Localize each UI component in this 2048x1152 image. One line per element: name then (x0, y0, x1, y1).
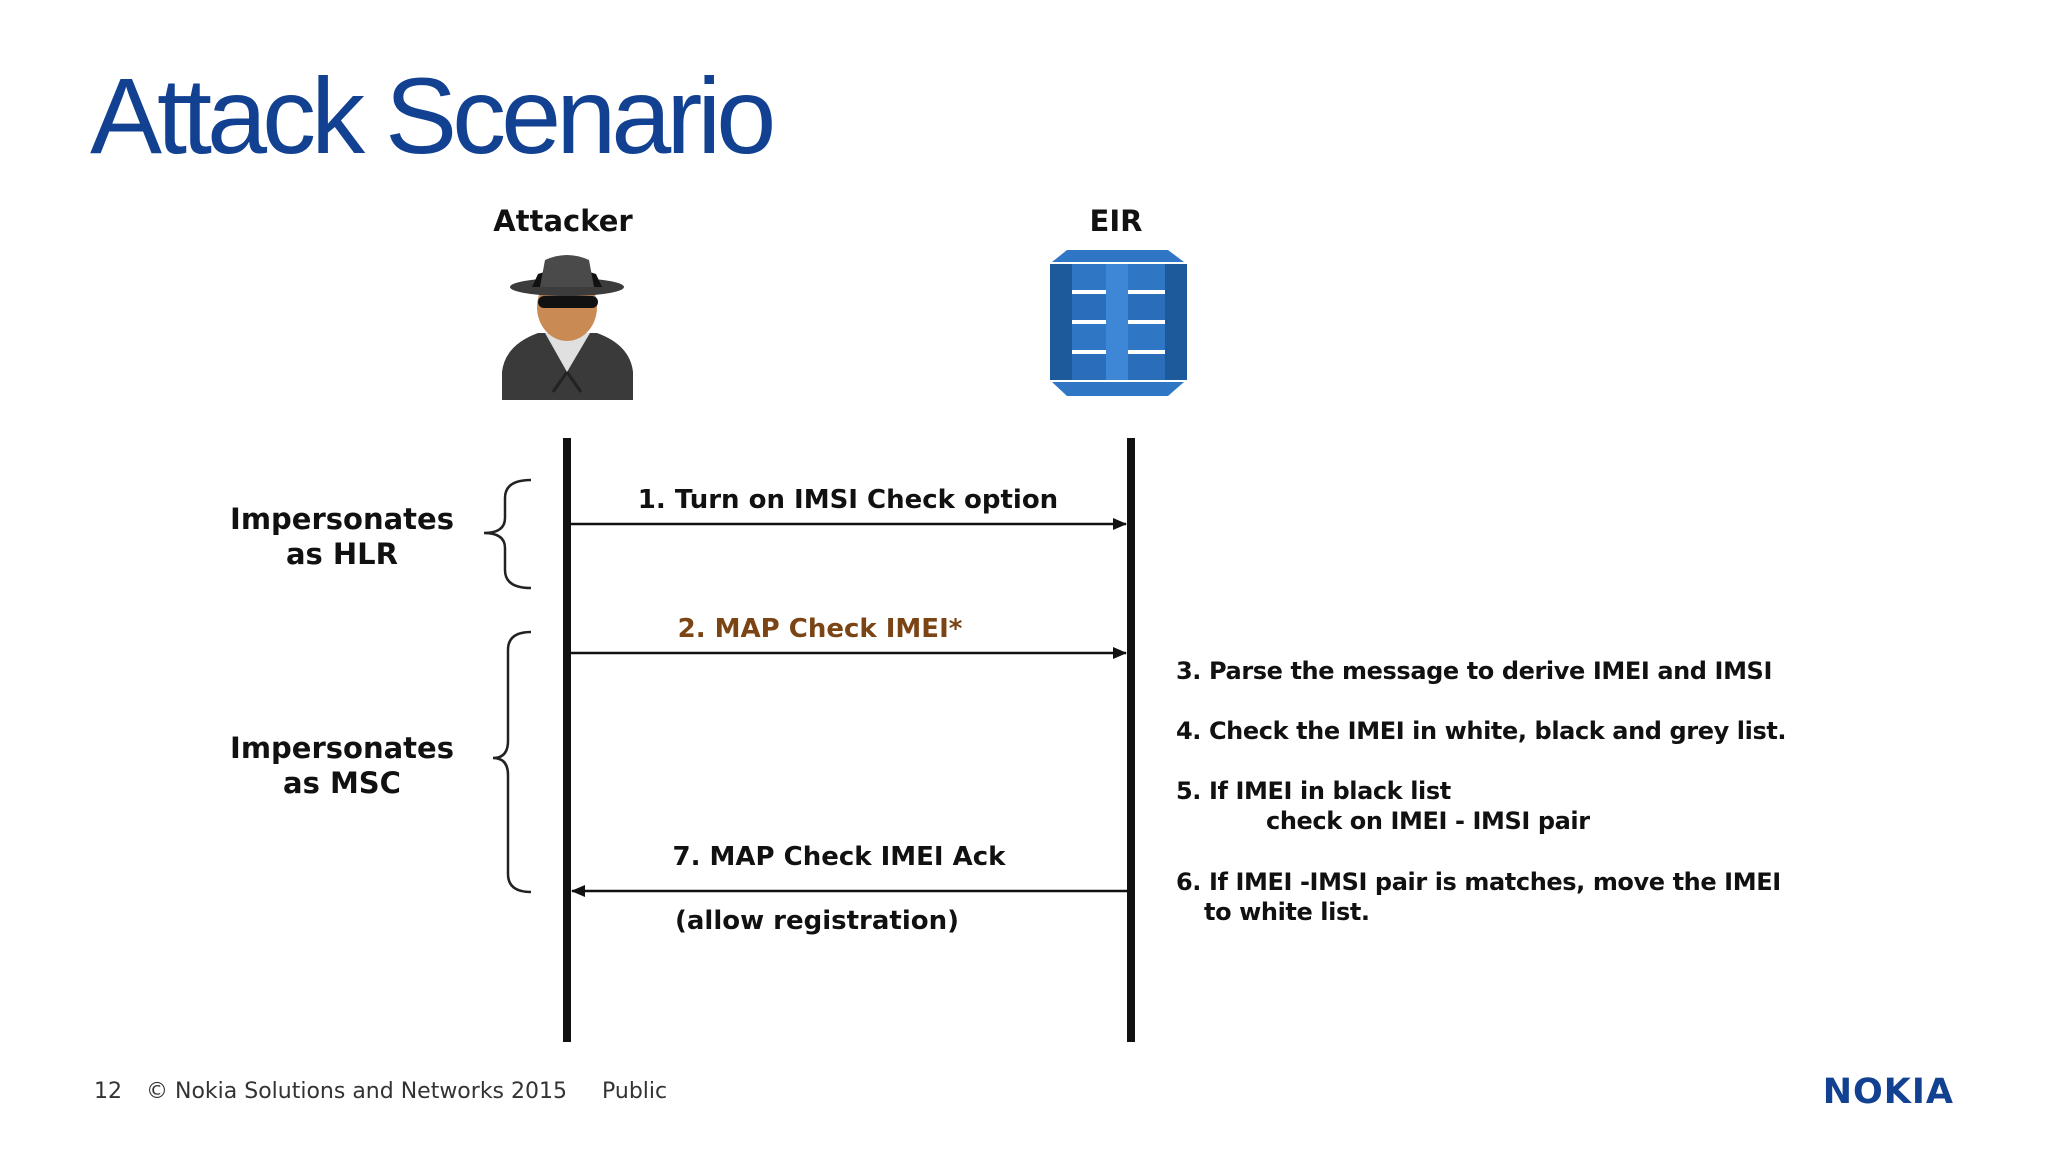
spy-icon (502, 255, 633, 400)
step-5-line-1: 5. If IMEI in black list (1176, 777, 1451, 805)
message-7-note: (allow registration) (674, 906, 960, 936)
slide-title: Attack Scenario (90, 55, 776, 176)
hlr-label: Impersonates as HLR (230, 502, 454, 571)
database-icon (1050, 250, 1187, 396)
message-1-label: 1. Turn on IMSI Check option (637, 485, 1059, 515)
step-6-line-1: 6. If IMEI -IMSI pair is matches, move t… (1176, 868, 1781, 896)
copyright-text: © Nokia Solutions and Networks 2015 (146, 1079, 567, 1104)
page-number: 12 (94, 1079, 122, 1104)
step-5-line-2: check on IMEI - IMSI pair (1266, 807, 1590, 835)
step-6-line-2: to white list. (1204, 898, 1370, 926)
step-4: 4. Check the IMEI in white, black and gr… (1176, 717, 1787, 745)
step-5: 5. If IMEI in black list check on IMEI -… (1176, 776, 1590, 836)
attacker-label: Attacker (493, 204, 633, 238)
msc-label: Impersonates as MSC (230, 731, 454, 800)
msc-brace (492, 630, 532, 894)
nokia-logo: NOKIA (1822, 1072, 1954, 1112)
eir-label: EIR (1089, 204, 1143, 238)
message-2-label: 2. MAP Check IMEI* (677, 614, 963, 644)
step-3: 3. Parse the message to derive IMEI and … (1176, 657, 1772, 685)
classification-label: Public (602, 1079, 668, 1104)
message-7-label: 7. MAP Check IMEI Ack (672, 842, 1006, 872)
step-6: 6. If IMEI -IMSI pair is matches, move t… (1176, 867, 1781, 927)
hlr-brace (483, 478, 532, 590)
